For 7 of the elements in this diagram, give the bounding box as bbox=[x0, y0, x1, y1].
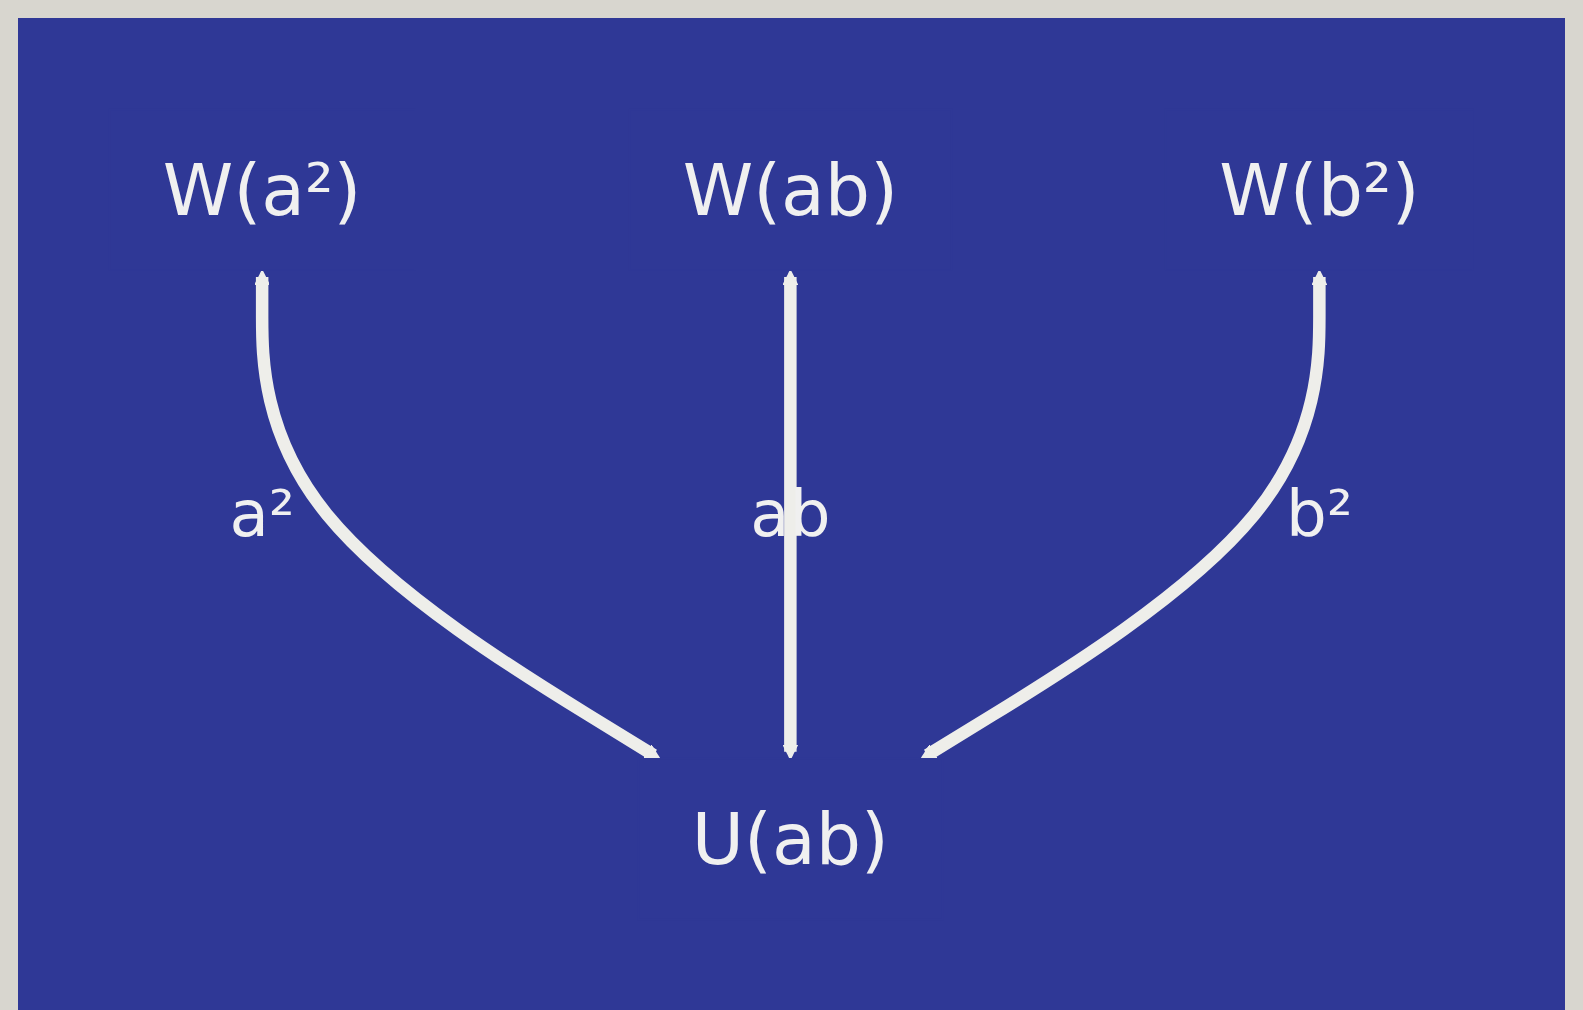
edge-label: a² bbox=[229, 476, 296, 550]
node-text: U(ab) bbox=[692, 797, 890, 880]
edge-label: b² bbox=[1286, 476, 1353, 550]
node-text: W(b²) bbox=[1219, 148, 1420, 231]
node-text: W(a²) bbox=[163, 148, 362, 231]
node-text: W(ab) bbox=[683, 148, 899, 231]
arrow bbox=[782, 269, 799, 760]
